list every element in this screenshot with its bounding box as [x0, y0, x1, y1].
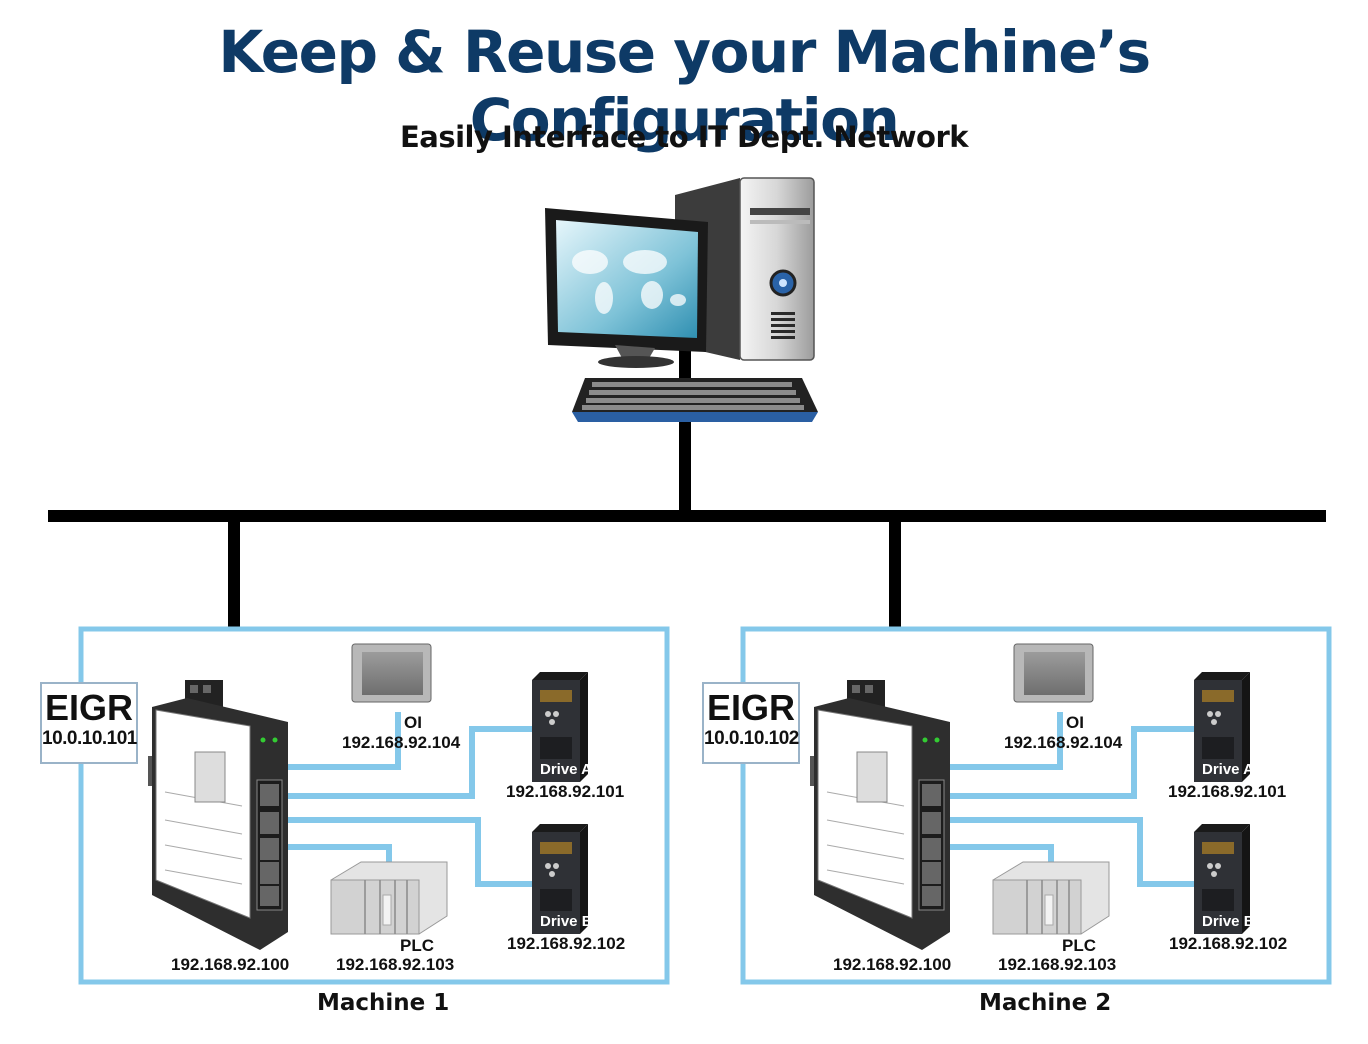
eigr-device-icon: [810, 680, 950, 950]
drive-a-ip: 192.168.92.101: [1168, 782, 1287, 801]
eigr-name: EIGR: [706, 687, 795, 728]
page-subtitle: Easily Interface to IT Dept. Network: [399, 120, 969, 154]
eigr-wan-ip: 10.0.10.101: [42, 728, 137, 749]
operator-interface-icon: [1013, 643, 1094, 703]
eigr-lan-ip: 192.168.92.100: [171, 955, 290, 974]
drive-a-icon: [532, 672, 588, 782]
oi-ip: 192.168.92.104: [1004, 733, 1123, 752]
eigr-wan-ip: 10.0.10.102: [704, 728, 799, 749]
drive-a-icon: [1194, 672, 1250, 782]
plc-icon: [992, 861, 1110, 935]
page-title: Keep & Reuse your Machine’s Configuratio…: [218, 18, 1151, 154]
machine-2-panel: [740, 626, 1332, 985]
eigr-wan-label: EIGR 10.0.10.101: [40, 682, 138, 764]
drive-a-label: Drive A: [540, 761, 592, 778]
oi-label: OI: [1066, 713, 1084, 732]
eigr-device-icon: [148, 680, 288, 950]
machine-2-label: Machine 2: [979, 990, 1112, 1016]
operator-interface-icon: [351, 643, 432, 703]
eigr-wan-label: EIGR 10.0.10.102: [702, 682, 800, 764]
oi-ip: 192.168.92.104: [342, 733, 461, 752]
machine-1-panel: [78, 626, 670, 985]
plc-ip: 192.168.92.103: [336, 955, 455, 974]
drive-b-label: Drive B: [540, 913, 593, 930]
drive-a-label: Drive A: [1202, 761, 1254, 778]
plc-ip: 192.168.92.103: [998, 955, 1117, 974]
desktop-computer-icon: [545, 177, 818, 422]
eigr-lan-ip: 192.168.92.100: [833, 955, 952, 974]
machine-1-label: Machine 1: [317, 990, 450, 1016]
drive-a-ip: 192.168.92.101: [506, 782, 625, 801]
plc-icon: [330, 861, 448, 935]
drive-b-ip: 192.168.92.102: [507, 934, 626, 953]
drive-b-ip: 192.168.92.102: [1169, 934, 1288, 953]
drive-b-icon: [532, 824, 588, 934]
plc-label: PLC: [400, 936, 434, 955]
drive-b-icon: [1194, 824, 1250, 934]
plc-label: PLC: [1062, 936, 1096, 955]
drive-b-label: Drive B: [1202, 913, 1255, 930]
oi-label: OI: [404, 713, 422, 732]
eigr-name: EIGR: [44, 687, 133, 728]
